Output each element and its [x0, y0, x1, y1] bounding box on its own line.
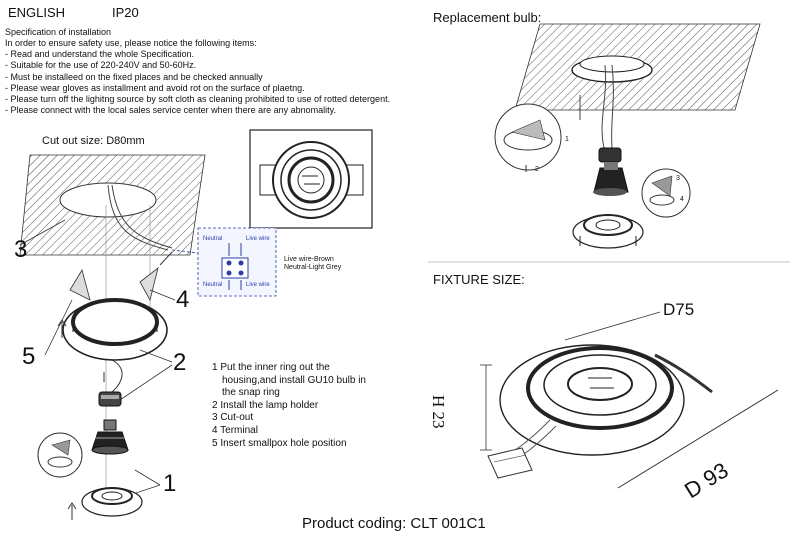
wiring-note-live: Live wire-Brown [284, 256, 334, 263]
fixture-size-title: FIXTURE SIZE: [433, 272, 525, 287]
legend-item: 2 Install the lamp holder [212, 399, 319, 411]
replacement-step-3: 3 [676, 175, 680, 182]
language-heading: ENGLISH [8, 5, 66, 20]
callout-2: 2 [173, 349, 187, 376]
ceiling-slab [19, 154, 206, 256]
ip-rating: IP20 [112, 5, 139, 20]
wiring-detail [197, 227, 277, 297]
dimension-d75: D75 [663, 300, 695, 319]
callout-4: 4 [176, 286, 190, 313]
wiring-neutral-bottom: Neutral [203, 282, 223, 288]
install-legend: 1 Put the inner ring out the housing,and… [212, 362, 366, 450]
gu10-bulb [91, 419, 129, 455]
wiring-note-neutral: Neutral-Light Grey [284, 264, 342, 271]
callout-3: 3 [14, 236, 28, 263]
product-coding: Product coding: CLT 001C1 [302, 515, 486, 532]
spec-line: In order to ensure safety use, please no… [5, 38, 257, 48]
legend-item: housing,and install GU10 bulb in [222, 374, 366, 386]
replacement-step-4: 4 [680, 196, 684, 203]
spec-line: - Please connect with the local sales se… [5, 105, 337, 116]
spec-line: - Suitable for the use of 220-240V and 5… [5, 60, 197, 71]
wiring-neutral-top: Neutral [203, 236, 223, 242]
legend-item: 1 Put the inner ring out the [212, 362, 330, 373]
replacement-title: Replacement bulb: [433, 10, 542, 25]
spec-line: - Please wear gloves as installment and … [5, 82, 305, 93]
spec-title: Specification of installation [5, 27, 112, 37]
spec-line: - Read and understand the whole Specific… [5, 49, 195, 60]
spec-list: In order to ensure safety use, please no… [5, 38, 425, 116]
wiring-live-top: Live wire [246, 236, 270, 242]
fixture-diagram [480, 311, 779, 489]
legend-item: 4 Terminal [212, 424, 258, 436]
spec-line: - Must be installeed on the fixed places… [5, 71, 263, 82]
top-view-box [249, 129, 373, 229]
callout-1: 1 [163, 470, 177, 497]
callout-5: 5 [22, 343, 36, 370]
legend-item: the snap ring [222, 387, 280, 399]
legend-item: 5 Insert smallpox hole position [212, 437, 347, 449]
replacement-step-1: 1 [565, 136, 569, 143]
lamp-holder [98, 391, 122, 407]
housing-ring [62, 298, 168, 361]
replacement-diagram [494, 23, 761, 249]
replacement-step-2: 2 [535, 166, 539, 173]
legend-item: 3 Cut-out [212, 412, 254, 424]
wiring-live-bottom: Live wire [246, 282, 270, 288]
spec-line: - Please turn off the lighitng source by… [5, 94, 391, 105]
dimension-h23: H 23 [429, 395, 448, 429]
cutout-label: Cut out size: D80mm [42, 135, 145, 147]
inner-ring [81, 487, 143, 517]
